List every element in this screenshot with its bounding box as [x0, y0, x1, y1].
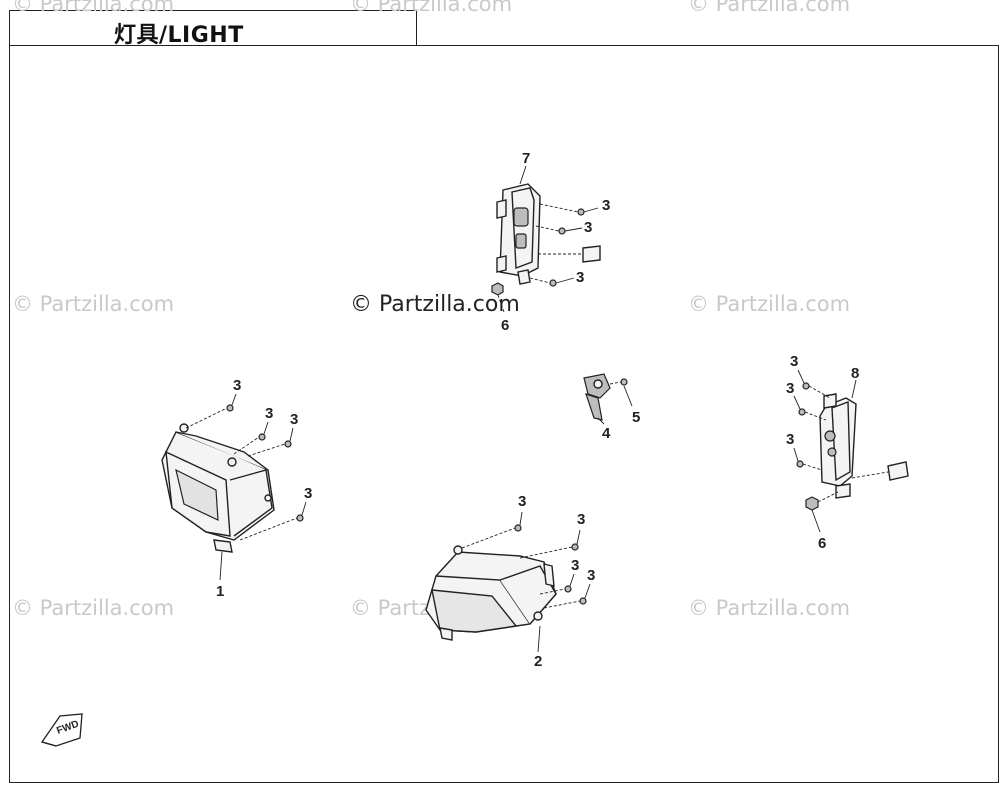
- nut-upper: [491, 282, 504, 296]
- screw: [620, 378, 628, 386]
- bolt-set-8: [793, 369, 831, 471]
- turn-signal-right: [819, 393, 857, 499]
- callout-turn-signal-right: 8: [851, 365, 859, 382]
- watermark: © Partzilla.com: [688, 0, 851, 16]
- callout-bolt: 3: [786, 380, 794, 397]
- watermark: © Partzilla.com: [12, 292, 175, 316]
- headlight-right: [425, 545, 557, 641]
- callout-bolt: 3: [571, 557, 579, 574]
- reflector-plate: [582, 245, 601, 263]
- watermark: © Partzilla.com: [688, 292, 851, 316]
- callout-turn-signal-left: 7: [522, 150, 530, 167]
- diagram-title: 灯具/LIGHT: [114, 23, 244, 48]
- callout-screw: 5: [632, 409, 640, 426]
- bolt-set-2: [461, 511, 591, 609]
- callout-bolt: 3: [265, 405, 273, 422]
- callout-bolt: 3: [602, 197, 610, 214]
- forward-arrow-icon: FWD: [40, 713, 83, 747]
- diagram-frame: [9, 45, 999, 783]
- callout-headlight-left: 1: [216, 583, 224, 600]
- bracket: [583, 373, 611, 421]
- bolt-set-1: [185, 393, 307, 541]
- callout-bolt: 3: [233, 377, 241, 394]
- watermark: © Partzilla.com: [12, 596, 175, 620]
- watermark: © Partzilla.com: [12, 0, 175, 16]
- callout-bolt: 3: [790, 353, 798, 370]
- callout-bolt: 3: [786, 431, 794, 448]
- callout-bolt: 3: [576, 269, 584, 286]
- watermark: © Partzilla.com: [350, 0, 513, 16]
- diagram-frame-top: [416, 45, 999, 46]
- callout-bolt: 3: [290, 411, 298, 428]
- reflector-plate: [887, 461, 909, 481]
- headlight-left: [161, 423, 275, 553]
- watermark: © Partzilla.com: [688, 596, 851, 620]
- callout-bolt: 3: [577, 511, 585, 528]
- nut-right: [805, 496, 819, 511]
- title-box: 灯具/LIGHT: [9, 10, 417, 48]
- turn-signal-left: [496, 183, 541, 285]
- bolt-set-7: [529, 203, 599, 287]
- callout-bolt: 3: [518, 493, 526, 510]
- callout-bolt: 3: [584, 219, 592, 236]
- callout-bolt: 3: [587, 567, 595, 584]
- watermark-main: © Partzilla.com: [350, 292, 520, 317]
- callout-nut: 6: [818, 535, 826, 552]
- callout-bracket: 4: [602, 425, 611, 442]
- callout-nut: 6: [501, 317, 509, 334]
- callout-headlight-right: 2: [534, 653, 542, 670]
- callout-bolt: 3: [304, 485, 312, 502]
